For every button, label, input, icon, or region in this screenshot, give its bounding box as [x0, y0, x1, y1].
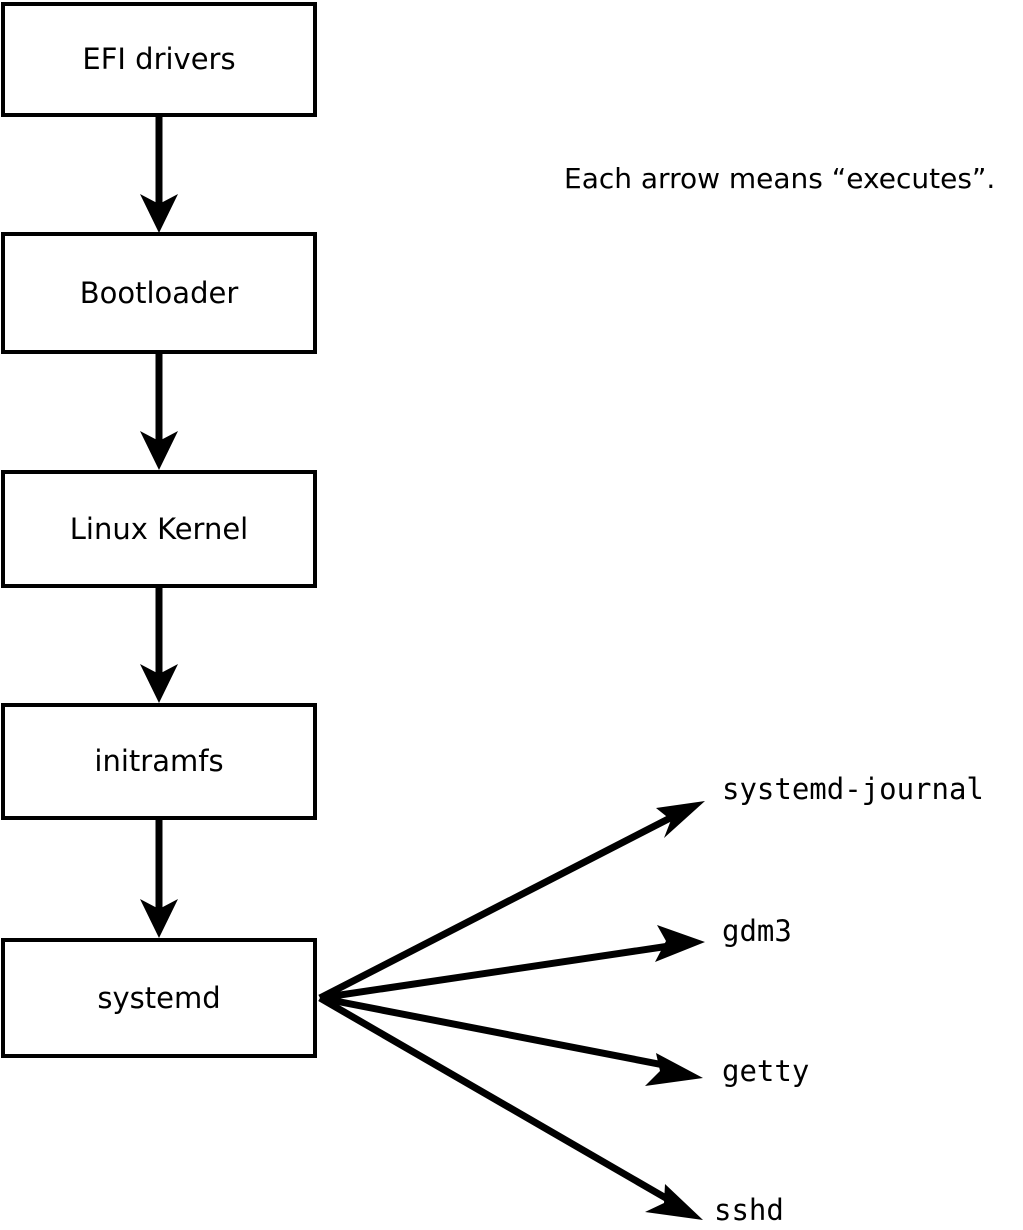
service-label-getty: getty — [722, 1054, 810, 1088]
service-label-systemd-journal: systemd-journal — [722, 772, 984, 806]
fan-arrow-gdm3 — [319, 925, 705, 1002]
chain-arrow-initramfs-to-systemd — [140, 820, 178, 938]
fan-arrow-systemd-journal — [318, 801, 705, 1002]
node-systemd[interactable]: systemd — [1, 938, 317, 1058]
service-label-gdm3: gdm3 — [722, 914, 792, 948]
service-label-sshd: sshd — [714, 1193, 784, 1227]
chain-arrow-efi-to-bootloader — [140, 117, 178, 233]
node-linux-kernel[interactable]: Linux Kernel — [1, 470, 317, 588]
node-label-bootloader: Bootloader — [79, 275, 239, 310]
node-label-linux-kernel: Linux Kernel — [69, 511, 249, 546]
fan-arrow-sshd — [318, 994, 703, 1220]
legend-caption: Each arrow means “executes”. — [564, 162, 996, 195]
node-label-efi-drivers: EFI drivers — [82, 42, 236, 76]
fan-arrow-getty — [319, 994, 703, 1086]
node-efi-drivers[interactable]: EFI drivers — [1, 2, 317, 117]
node-label-initramfs: initramfs — [94, 744, 224, 778]
node-bootloader[interactable]: Bootloader — [1, 232, 317, 354]
chain-arrow-kernel-to-initramfs — [140, 588, 178, 703]
chain-arrow-bootloader-to-kernel — [140, 354, 178, 470]
node-initramfs[interactable]: initramfs — [1, 703, 317, 820]
node-label-systemd: systemd — [97, 980, 221, 1015]
